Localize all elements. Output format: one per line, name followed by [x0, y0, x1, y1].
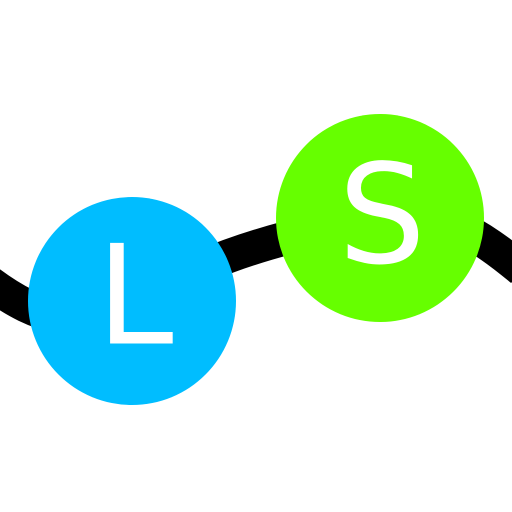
node-l: L: [28, 197, 236, 405]
node-l-circle: [28, 197, 236, 405]
node-l-letter: L: [97, 216, 174, 377]
node-s-letter: S: [338, 135, 426, 296]
node-s-circle: [276, 114, 484, 322]
node-s: S: [276, 114, 484, 322]
